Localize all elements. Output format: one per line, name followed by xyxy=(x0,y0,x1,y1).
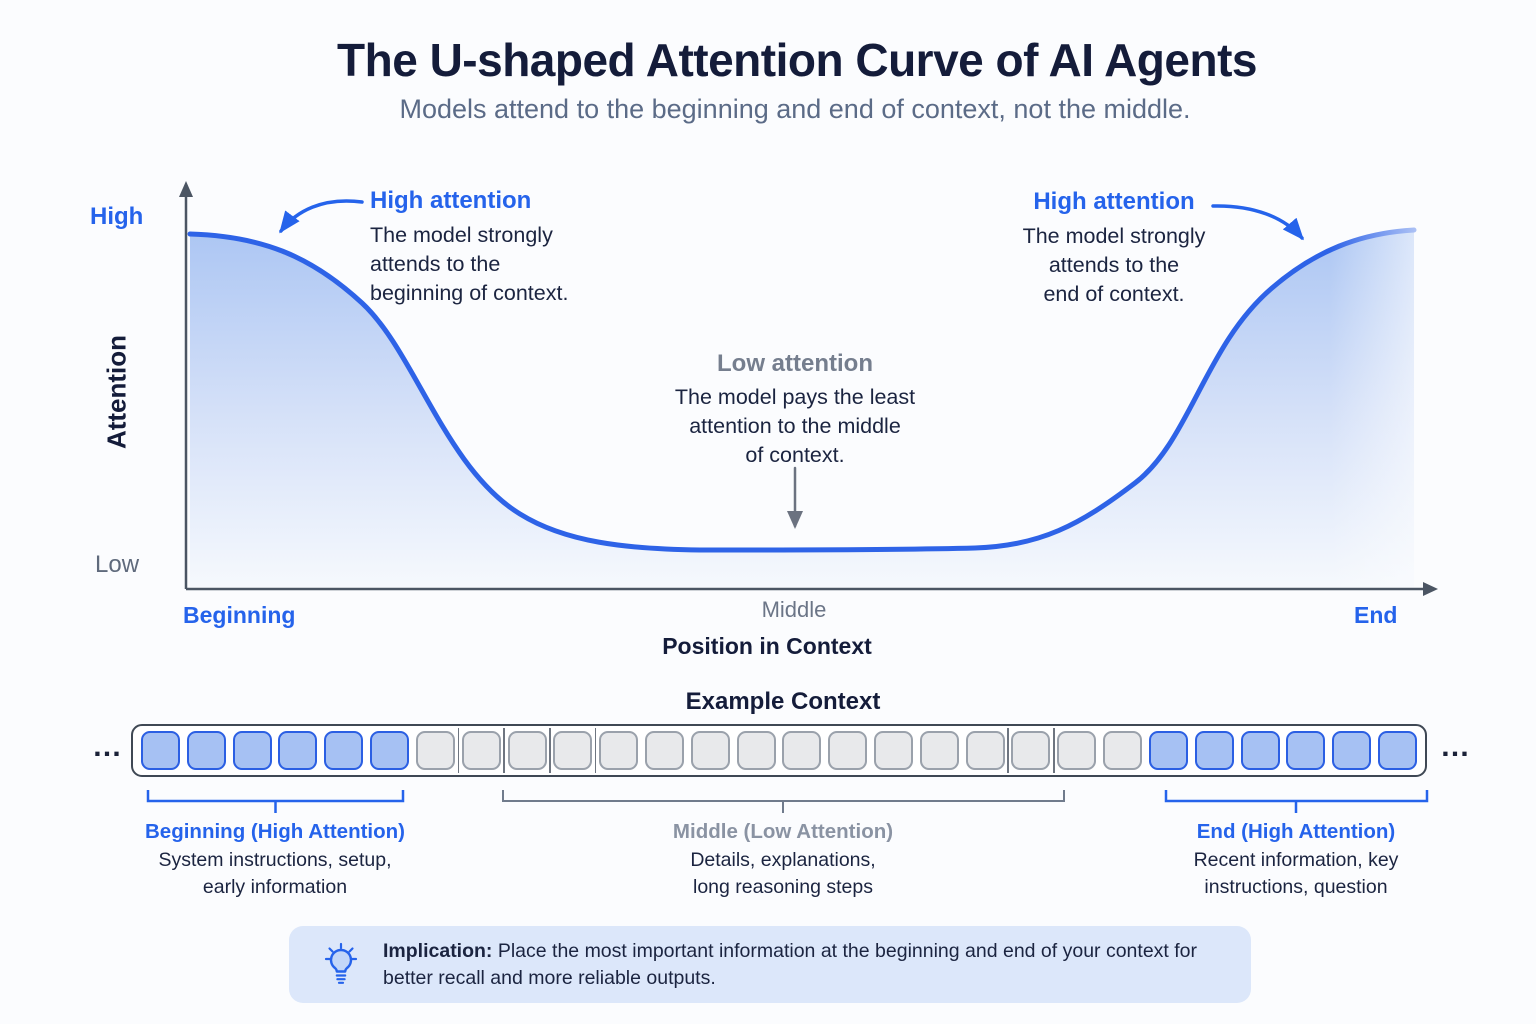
annotation-beginning-line: attends to the xyxy=(370,252,501,276)
x-tick-beginning: Beginning xyxy=(183,602,296,628)
arrow-to-beginning-peak-icon xyxy=(279,199,364,234)
context-token-gray xyxy=(690,731,730,770)
annotation-beginning-title: High attention xyxy=(370,187,532,214)
y-axis-low-label: Low xyxy=(95,551,140,578)
context-token-blue xyxy=(1194,731,1234,770)
implication-body: Place the most important information at … xyxy=(383,939,1198,989)
segment-divider xyxy=(1007,728,1009,773)
annotation-middle-line: The model pays the least xyxy=(674,385,916,409)
left-ellipsis: … xyxy=(92,730,123,763)
annotation-beginning-line: The model strongly xyxy=(370,223,553,247)
group-end-title: End (High Attention) xyxy=(1196,820,1396,843)
x-tick-middle: Middle xyxy=(761,597,827,622)
curve-fade-overlay xyxy=(1330,172,1480,598)
group-middle-title: Middle (Low Attention) xyxy=(672,820,894,843)
context-token-blue xyxy=(278,731,318,770)
group-end-line: Recent information, key xyxy=(1193,849,1399,871)
context-token-blue xyxy=(186,731,226,770)
x-axis-arrowhead-icon xyxy=(1423,582,1438,596)
beginning-bracket-icon xyxy=(146,790,405,813)
group-end-line: instructions, question xyxy=(1204,875,1388,898)
context-token-blue xyxy=(1332,731,1372,770)
group-middle-line: long reasoning steps xyxy=(693,875,873,898)
token-row xyxy=(131,724,1427,777)
example-context-title: Example Context xyxy=(685,688,881,715)
context-token-gray xyxy=(828,731,868,770)
y-axis-title: Attention xyxy=(101,334,132,450)
x-axis-title: Position in Context xyxy=(662,633,872,659)
annotation-middle-line: of context. xyxy=(745,443,845,467)
context-token-blue xyxy=(1377,731,1417,770)
context-token-gray xyxy=(1011,731,1051,770)
annotation-end-line: end of context. xyxy=(1043,282,1185,306)
context-token-blue xyxy=(324,731,364,770)
annotation-beginning-line: beginning of context. xyxy=(370,281,569,305)
segment-divider xyxy=(1053,728,1055,773)
segment-divider xyxy=(457,728,460,773)
annotation-middle: Low attention The model pays the least a… xyxy=(675,350,915,470)
group-end: End (High Attention) Recent information,… xyxy=(1194,820,1399,900)
context-token-gray xyxy=(919,731,959,770)
context-token-gray xyxy=(1103,731,1143,770)
y-axis-high-label: High xyxy=(90,203,144,230)
group-middle: Middle (Low Attention) Details, explanat… xyxy=(673,820,893,900)
segment-divider xyxy=(594,728,597,773)
context-token-blue xyxy=(1286,731,1326,770)
group-beginning-line: System instructions, setup, xyxy=(158,849,392,871)
implication-callout: Implication: Place the most important in… xyxy=(289,926,1251,1003)
segment-divider xyxy=(549,728,551,773)
context-token-blue xyxy=(1240,731,1280,770)
context-token-gray xyxy=(644,731,684,770)
group-beginning-title: Beginning (High Attention) xyxy=(145,820,405,843)
annotation-end: High attention The model strongly attend… xyxy=(1023,188,1206,309)
context-token-gray xyxy=(553,731,593,770)
context-token-gray xyxy=(736,731,776,770)
annotation-end-line: The model strongly xyxy=(1022,224,1206,248)
context-token-blue xyxy=(1148,731,1188,770)
annotation-middle-line: attention to the middle xyxy=(689,414,901,438)
annotation-end-line: attends to the xyxy=(1048,253,1180,277)
group-beginning: Beginning (High Attention) System instru… xyxy=(145,820,405,900)
implication-label: Implication: xyxy=(383,939,493,962)
context-token-gray xyxy=(415,731,455,770)
end-bracket-icon xyxy=(1164,790,1429,813)
context-token-blue xyxy=(232,731,272,770)
page-subtitle: Models attend to the beginning and end o… xyxy=(399,94,1191,124)
annotation-middle-title: Low attention xyxy=(717,350,873,377)
y-axis-arrowhead-icon xyxy=(179,181,193,197)
lightbulb-icon xyxy=(324,942,358,984)
context-token-blue xyxy=(141,731,180,770)
middle-bracket-icon xyxy=(502,790,1065,813)
right-ellipsis: … xyxy=(1440,730,1471,763)
context-token-gray xyxy=(782,731,822,770)
group-middle-line: Details, explanations, xyxy=(690,849,876,871)
segment-divider xyxy=(503,728,505,773)
context-token-gray xyxy=(965,731,1005,770)
page-title: The U-shaped Attention Curve of AI Agent… xyxy=(337,34,1257,86)
context-token-gray xyxy=(599,731,639,770)
context-token-gray xyxy=(461,731,501,770)
context-token-blue xyxy=(370,731,410,770)
x-tick-end: End xyxy=(1354,602,1398,628)
implication-text: Implication: Place the most important in… xyxy=(383,938,1243,992)
context-token-gray xyxy=(1057,731,1097,770)
arrow-to-end-peak-icon xyxy=(1211,204,1304,241)
context-token-gray xyxy=(874,731,913,770)
annotation-end-title: High attention xyxy=(1033,188,1195,215)
context-token-gray xyxy=(507,731,547,770)
group-beginning-line: early information xyxy=(202,875,348,898)
annotation-beginning: High attention The model strongly attend… xyxy=(370,187,568,308)
